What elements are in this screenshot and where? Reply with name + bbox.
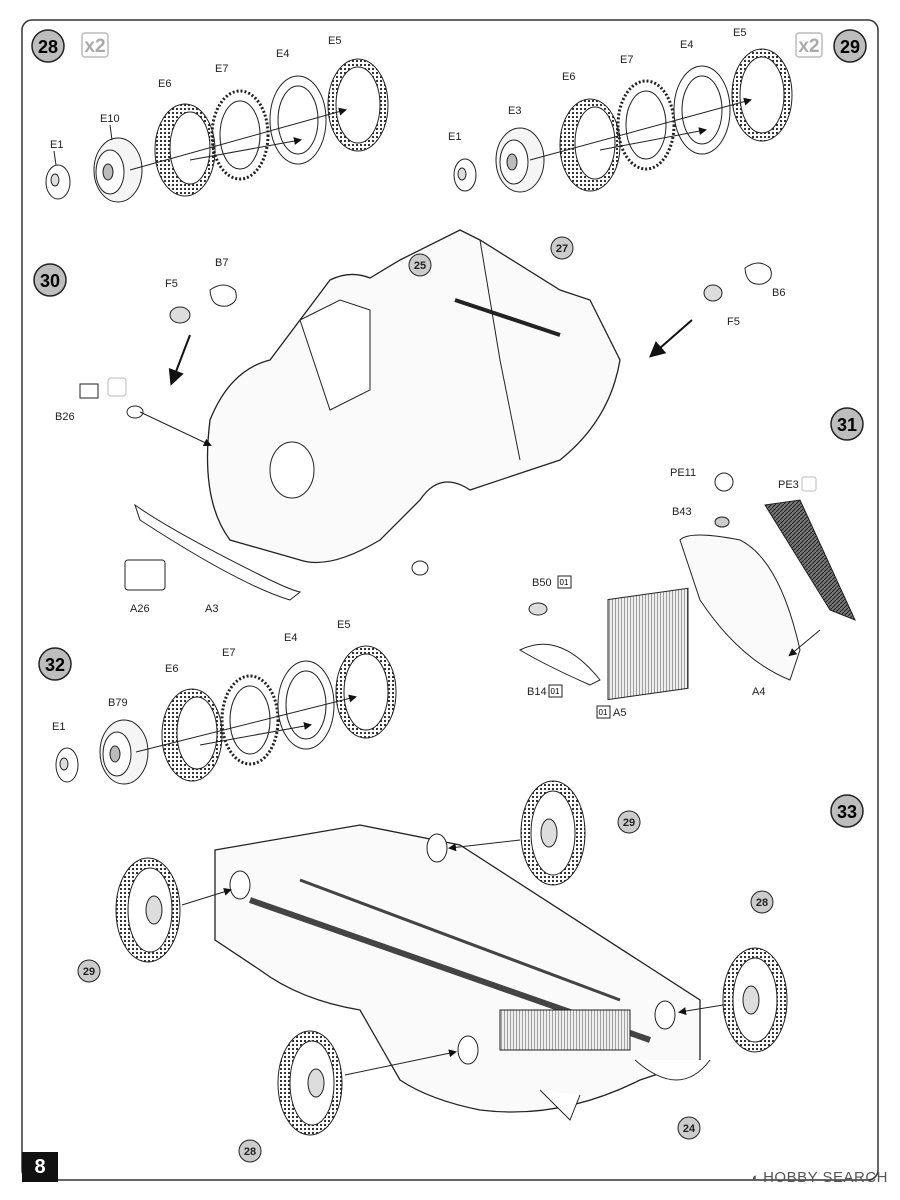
badge-a5: 01 [599, 708, 608, 717]
label-e4-29: E4 [680, 39, 693, 51]
label-e5-29: E5 [733, 27, 746, 39]
label-a3: A3 [205, 603, 218, 615]
step-33-number: 33 [837, 802, 857, 822]
label-e7-29: E7 [620, 54, 633, 66]
label-e10: E10 [100, 113, 120, 125]
ref-24: 24 [683, 1123, 696, 1135]
label-e7: E7 [215, 63, 228, 75]
step-30-number: 30 [40, 271, 60, 291]
label-a26: A26 [130, 603, 150, 615]
ref-27: 27 [556, 243, 568, 255]
step-30: 30 B7 F5 B6 F5 B26 A26 A3 25 [33, 229, 785, 615]
watermark: ◐HOBBY SEARCH [752, 1169, 888, 1186]
label-b14: B14 [527, 686, 547, 698]
watermark-text: HOBBY SEARCH [763, 1169, 888, 1186]
label-f5-right: F5 [727, 316, 740, 328]
label-a5: A5 [613, 707, 626, 719]
badge-b14: 01 [551, 687, 560, 696]
page-number: 8 [22, 1152, 58, 1182]
step-31: 31 PE11 B43 PE3 A4 A5 01 B50 01 B14 01 [518, 407, 864, 719]
badge-b50: 01 [560, 578, 569, 587]
car-body-illustration [206, 229, 621, 564]
label-b7: B7 [215, 257, 228, 269]
label-e5: E5 [328, 35, 341, 47]
label-pe11: PE11 [670, 467, 696, 479]
label-e1-32: E1 [52, 721, 65, 733]
step-31-number: 31 [837, 415, 857, 435]
label-b79: B79 [108, 697, 128, 709]
label-b43: B43 [672, 506, 692, 518]
label-pe3: PE3 [778, 479, 799, 491]
label-e4-32: E4 [284, 632, 297, 644]
step-29-number: 29 [840, 37, 860, 57]
label-b6: B6 [772, 287, 785, 299]
label-a4: A4 [752, 686, 765, 698]
multiplier-badge: x2 [84, 36, 105, 57]
label-b26: B26 [55, 411, 75, 423]
multiplier-badge-29: x2 [798, 36, 819, 57]
ref-25: 25 [414, 260, 426, 272]
ref-29-top: 29 [623, 817, 635, 829]
step-32-number: 32 [45, 655, 65, 675]
step-32: 32 E1 B79 E6 E7 E4 E5 [38, 619, 397, 785]
label-e6-32: E6 [165, 663, 178, 675]
label-e6: E6 [158, 78, 171, 90]
label-e4: E4 [276, 48, 289, 60]
label-f5: F5 [165, 278, 178, 290]
label-b50: B50 [532, 577, 552, 589]
ref-28-right: 28 [756, 897, 768, 909]
step-28: 28 x2 E1 E10 E6 E7 E4 E5 [31, 29, 389, 203]
hobby-search-logo-icon: ◐ [751, 1170, 761, 1185]
step-29: 29 x2 E1 E3 E6 E7 E4 E5 [448, 27, 867, 193]
label-e6-29: E6 [562, 71, 575, 83]
ref-28-bottom: 28 [244, 1146, 256, 1158]
ref-29-left: 29 [83, 966, 95, 978]
step-33: 33 29 29 28 2 [77, 780, 864, 1163]
label-e1: E1 [50, 139, 63, 151]
label-e1-29: E1 [448, 131, 461, 143]
page-frame [21, 19, 879, 1181]
label-e5-32: E5 [337, 619, 350, 631]
label-e3: E3 [508, 105, 521, 117]
label-e7-32: E7 [222, 647, 235, 659]
step-28-number: 28 [38, 37, 58, 57]
